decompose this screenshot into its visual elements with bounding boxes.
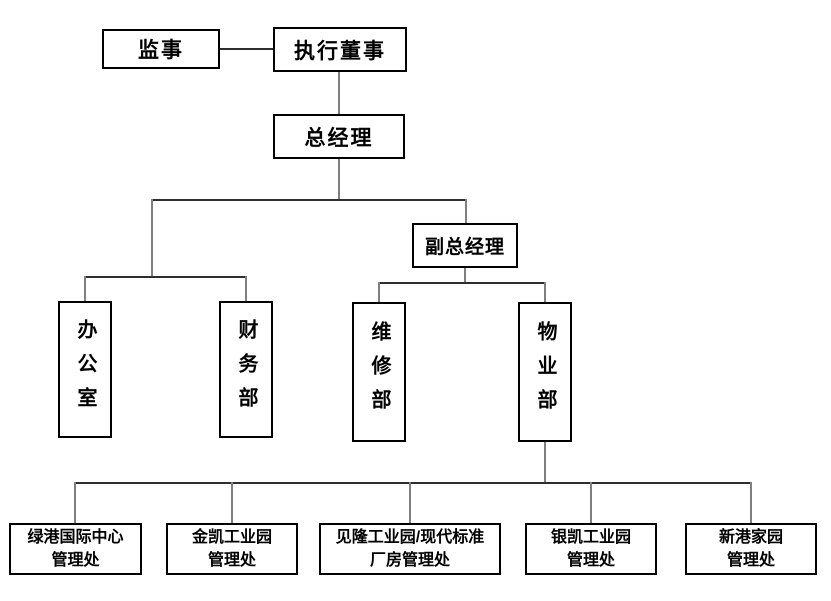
org-node-supervisor: 监事: [102, 29, 220, 69]
org-node-finance-dept-label: 财务部: [235, 318, 257, 421]
connector-maint-property-branch: [378, 282, 546, 284]
connector-maintenance-drop: [378, 282, 380, 303]
connector-gm-branch: [152, 199, 467, 201]
connector-supervisor-director: [220, 48, 273, 50]
org-node-maintenance-dept: 维修部: [352, 302, 406, 442]
connector-left-branch-drop: [151, 199, 153, 277]
org-node-executive-director: 执行董事: [273, 27, 407, 72]
org-node-lvgang-office-line1: 绿港国际中心: [27, 529, 124, 546]
connector-director-gm: [338, 72, 340, 114]
org-node-maintenance-dept-label: 维修部: [368, 321, 390, 423]
org-node-jinkai-office-line1: 金凯工业园: [191, 529, 272, 546]
org-node-yinkai-office-line2: 管理处: [566, 552, 615, 569]
connector-xingang-drop: [750, 482, 752, 523]
connector-office-drop: [84, 276, 86, 302]
connector-deputy-branch-drop: [464, 268, 466, 284]
org-node-lvgang-office: 绿港国际中心 管理处: [9, 523, 142, 575]
org-node-property-dept-label: 物业部: [534, 321, 556, 423]
connector-property-down: [544, 442, 546, 483]
org-node-xingang-office-line1: 新港家园: [718, 529, 783, 546]
org-node-general-manager-label: 总经理: [304, 126, 374, 150]
org-node-supervisor-label: 监事: [138, 39, 184, 62]
org-node-xingang-office-line2: 管理处: [726, 552, 775, 569]
org-node-yinkai-office: 银凯工业园 管理处: [525, 523, 657, 575]
org-node-property-dept: 物业部: [518, 302, 572, 442]
org-node-jinkai-office-line2: 管理处: [207, 552, 256, 569]
org-node-office-label: 办公室: [74, 318, 96, 421]
connector-bottom-branch: [75, 482, 752, 484]
connector-yinkai-drop: [590, 482, 592, 523]
org-node-finance-dept: 财务部: [219, 301, 273, 438]
org-node-jianlong-office-line1: 见隆工业园/现代标准: [335, 529, 485, 546]
connector-office-finance-branch: [84, 276, 247, 278]
connector-jinkai-drop: [231, 482, 233, 523]
connector-deputy-drop: [465, 199, 467, 224]
connector-finance-drop: [245, 276, 247, 302]
org-node-jianlong-office-line2: 厂房管理处: [369, 552, 450, 569]
org-node-deputy-general-manager-label: 副总经理: [424, 237, 505, 258]
org-node-lvgang-office-line2: 管理处: [51, 552, 100, 569]
org-node-office: 办公室: [58, 301, 112, 438]
connector-lvgang-drop: [74, 482, 76, 523]
org-node-general-manager: 总经理: [273, 114, 405, 159]
connector-jianlong-drop: [409, 482, 411, 523]
org-node-executive-director-label: 执行董事: [294, 39, 386, 63]
connector-gm-drop: [338, 159, 340, 200]
org-node-xingang-office: 新港家园 管理处: [685, 523, 817, 575]
org-node-jianlong-office: 见隆工业园/现代标准 厂房管理处: [319, 523, 501, 575]
org-node-yinkai-office-line1: 银凯工业园: [550, 529, 631, 546]
org-node-deputy-general-manager: 副总经理: [412, 223, 518, 268]
org-node-jinkai-office: 金凯工业园 管理处: [166, 523, 298, 575]
connector-property-drop: [544, 282, 546, 303]
